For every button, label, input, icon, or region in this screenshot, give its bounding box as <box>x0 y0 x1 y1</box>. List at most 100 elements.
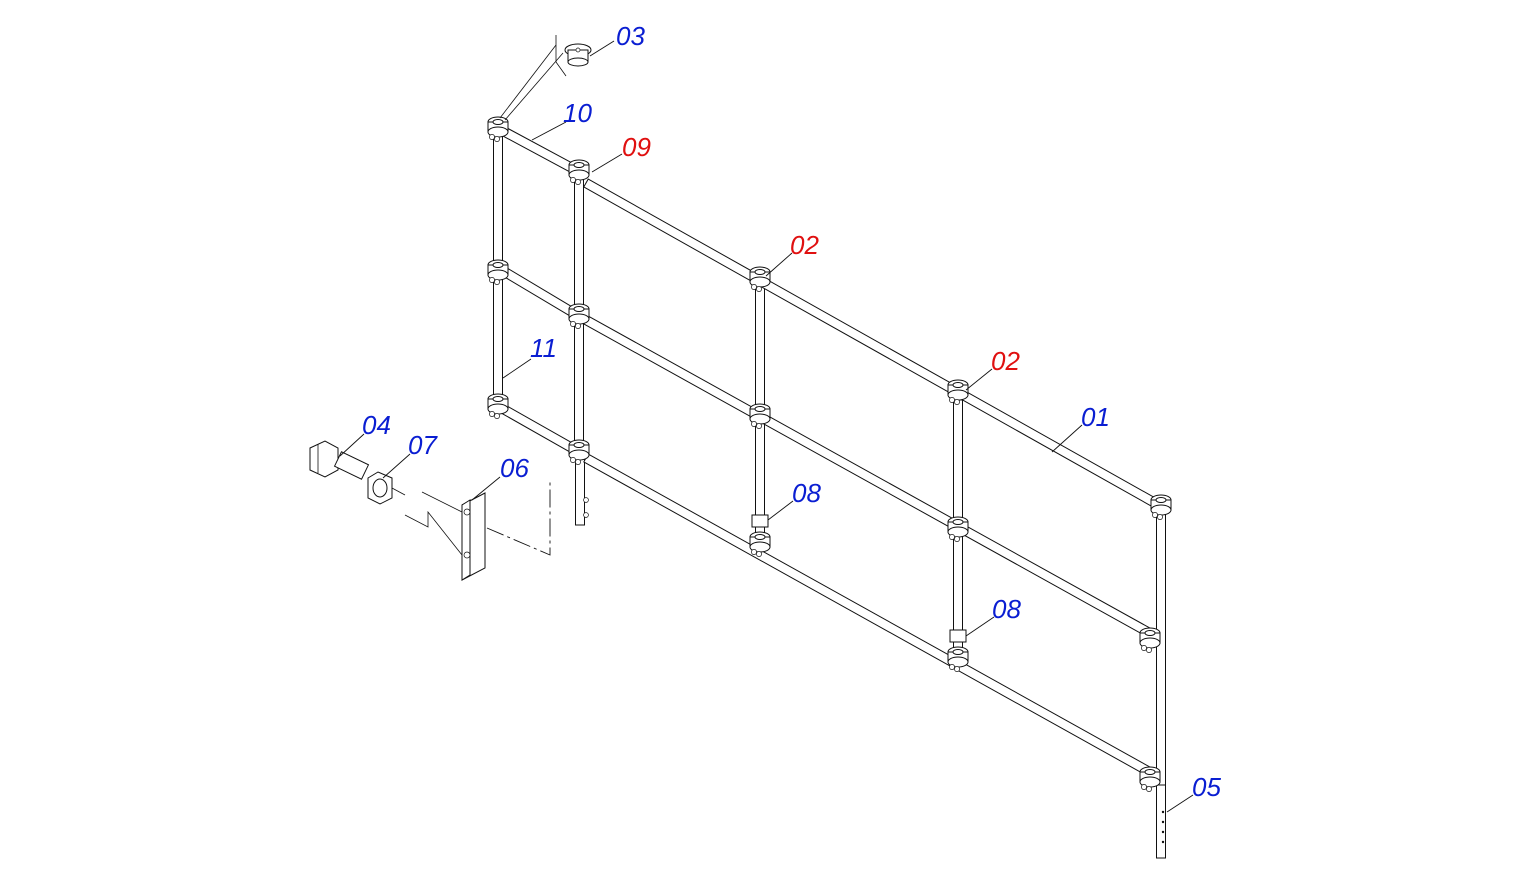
leader-line-11 <box>502 358 532 379</box>
fitting-mid-front-bore <box>573 306 585 312</box>
fitting-mid-right-bore <box>1144 630 1156 636</box>
rail-mid-stub <box>502 267 575 317</box>
leader-line-02 <box>765 252 793 277</box>
fitting-corner-top-front-bore <box>573 162 585 168</box>
fitting-bottom-b-bore <box>952 649 964 655</box>
fitting-corner-top-front <box>568 159 590 185</box>
bracket-explode-a <box>421 491 463 513</box>
fitting-corner-top-right-bolt-a <box>1152 512 1158 518</box>
fitting-top-a-bolt-a <box>751 284 757 290</box>
leader-line-03 <box>589 40 615 57</box>
fitting-corner-top-rear <box>487 116 509 142</box>
leader-line-05 <box>1166 794 1194 813</box>
fitting-bottom-a-bore <box>754 534 766 540</box>
fitting-bottom-rear-bore <box>492 396 504 402</box>
fitting-mid-right-bolt-a <box>1141 645 1147 651</box>
foot-hole-1 <box>1161 820 1165 824</box>
callout-label-02: 02 <box>790 230 819 260</box>
leader-line-04 <box>339 433 365 457</box>
fitting-mid-a-bolt-b <box>756 423 762 429</box>
fitting-mid-b-bolt-a <box>949 534 955 540</box>
callout-label-03: 03 <box>616 21 645 51</box>
fitting-bottom-a <box>749 531 771 557</box>
fitting-mid-b-bolt-b <box>954 536 960 542</box>
fitting-top-b <box>947 379 969 405</box>
fitting-mid-front-bolt-a <box>570 321 576 327</box>
fitting-bottom-right <box>1139 766 1161 792</box>
fitting-bottom-b-bolt-b <box>954 666 960 672</box>
callout-label-04: 04 <box>362 410 391 440</box>
leader-line-07 <box>382 453 411 479</box>
foot-bolt-a <box>583 497 589 503</box>
fitting-mid-right <box>1139 627 1161 653</box>
bracket-center-line <box>486 480 551 556</box>
rail-top-stub <box>502 127 575 173</box>
fitting-top-b-bolt-a <box>949 397 955 403</box>
fitting-corner-top-right-bore <box>1155 497 1167 503</box>
fitting-top-b-bore <box>952 382 964 388</box>
nut-axis <box>391 487 406 496</box>
fitting-corner-top-rear-bolt-a <box>489 134 495 140</box>
sleeve-08-a <box>751 514 769 528</box>
fitting-mid-right-bolt-b <box>1146 647 1152 653</box>
fitting-top-a <box>749 266 771 292</box>
cap-hole <box>575 47 581 53</box>
fitting-corner-top-right <box>1150 494 1172 520</box>
fitting-bottom-rear <box>487 393 509 419</box>
fitting-corner-top-front-bolt-a <box>570 177 576 183</box>
callout-label-11: 11 <box>530 333 557 363</box>
fitting-mid-b <box>947 516 969 542</box>
rail-bottom-stub <box>502 405 575 453</box>
fitting-mid-a-bolt-a <box>751 421 757 427</box>
leader-line-06 <box>471 476 501 501</box>
fitting-bottom-b-bolt-a <box>949 664 955 670</box>
leader-line-02 <box>965 368 993 391</box>
post-left-front-foot <box>575 454 585 526</box>
cap-guide <box>555 35 567 77</box>
fitting-top-a-bore <box>754 269 766 275</box>
fitting-mid-a <box>749 403 771 429</box>
fitting-corner-top-right-bolt-b <box>1157 514 1163 520</box>
fitting-corner-top-rear-bolt-b <box>494 136 500 142</box>
fitting-corner-top-front-bolt-b <box>575 179 581 185</box>
fitting-bottom-right-bolt-b <box>1146 786 1152 792</box>
callout-label-08: 08 <box>792 478 821 508</box>
railing-frame <box>309 35 1172 859</box>
bolt-head <box>309 440 339 478</box>
callout-label-10: 10 <box>563 98 592 128</box>
fitting-mid-a-bore <box>754 406 766 412</box>
sleeve-08-b <box>949 629 967 643</box>
fitting-mid-rear <box>487 259 509 285</box>
fitting-bottom-front <box>568 439 590 465</box>
fitting-top-b-bolt-b <box>954 399 960 405</box>
fitting-top-a-bolt-b <box>756 286 762 292</box>
leader-line-08 <box>965 616 995 637</box>
leader-line-01 <box>1051 424 1083 453</box>
bracket-hole-lower <box>463 551 471 559</box>
fitting-bottom-right-bore <box>1144 769 1156 775</box>
cap-explode-line-a <box>499 44 557 119</box>
fitting-bottom-rear-bolt-a <box>489 411 495 417</box>
callout-label-08: 08 <box>992 594 1021 624</box>
fitting-bottom-rear-bolt-b <box>494 413 500 419</box>
fitting-corner-top-rear-bore <box>492 119 504 125</box>
fitting-mid-rear-bolt-b <box>494 279 500 285</box>
fitting-bottom-b <box>947 646 969 672</box>
callout-label-09: 09 <box>622 132 651 162</box>
fitting-bottom-right-bolt-a <box>1141 784 1147 790</box>
bracket-hole-upper <box>463 508 471 516</box>
fitting-mid-rear-bolt-a <box>489 277 495 283</box>
callout-label-05: 05 <box>1192 772 1221 802</box>
callout-label-02: 02 <box>991 346 1020 376</box>
fitting-mid-b-bore <box>952 519 964 525</box>
foot-hole-2 <box>1161 830 1165 834</box>
cap-bottom <box>567 57 589 67</box>
leader-line-08 <box>767 500 794 521</box>
fitting-bottom-a-bolt-a <box>751 549 757 555</box>
fitting-bottom-front-bolt-b <box>575 459 581 465</box>
bolt-shank <box>333 451 370 480</box>
fitting-bottom-front-bore <box>573 442 585 448</box>
rail-bottom-main <box>583 453 1158 780</box>
